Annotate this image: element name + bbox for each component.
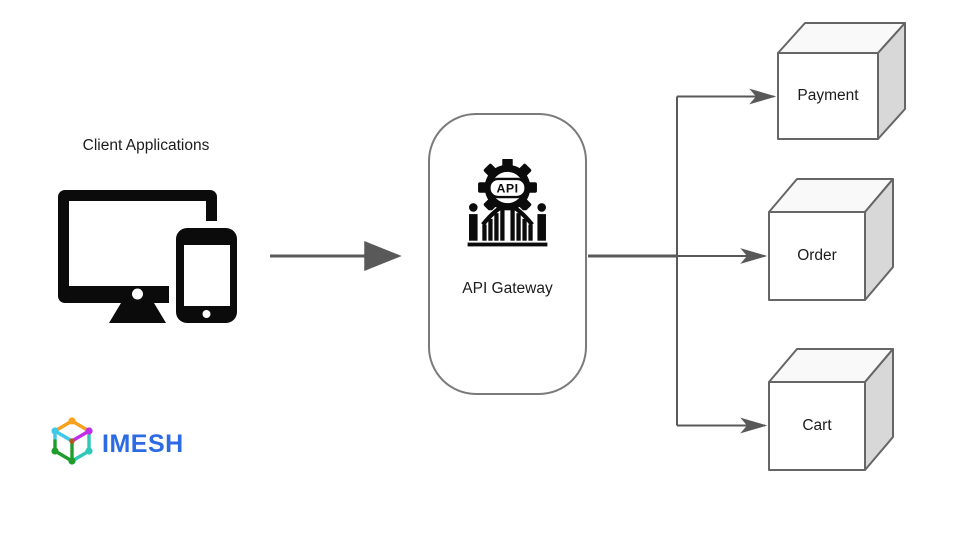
service-label-order: Order	[797, 247, 837, 264]
phone-home-button	[202, 310, 211, 318]
service-label-payment: Payment	[797, 87, 859, 104]
api-gateway-node: API API Gateway	[428, 113, 587, 395]
gate-shape	[467, 203, 548, 247]
api-gear-gate-icon: API	[460, 159, 555, 254]
mesh-cube-icon	[51, 417, 93, 465]
imesh-logo: IMESH	[51, 417, 184, 465]
monitor-camera-dot	[132, 288, 143, 300]
cart-cube	[768, 348, 894, 471]
monitor-stand	[109, 303, 166, 323]
client-applications-label: Client Applications	[82, 137, 210, 154]
desktop-and-phone-icon	[58, 190, 243, 329]
imesh-logo-text: IMESH	[102, 430, 184, 458]
payment-cube	[777, 22, 906, 140]
gateway-to-services-connectors	[588, 88, 777, 434]
phone-screen	[184, 245, 230, 306]
gateway-label: API Gateway	[462, 280, 553, 297]
service-label-cart: Cart	[802, 417, 832, 434]
order-cube	[768, 178, 894, 301]
api-icon-text: API	[496, 182, 518, 196]
